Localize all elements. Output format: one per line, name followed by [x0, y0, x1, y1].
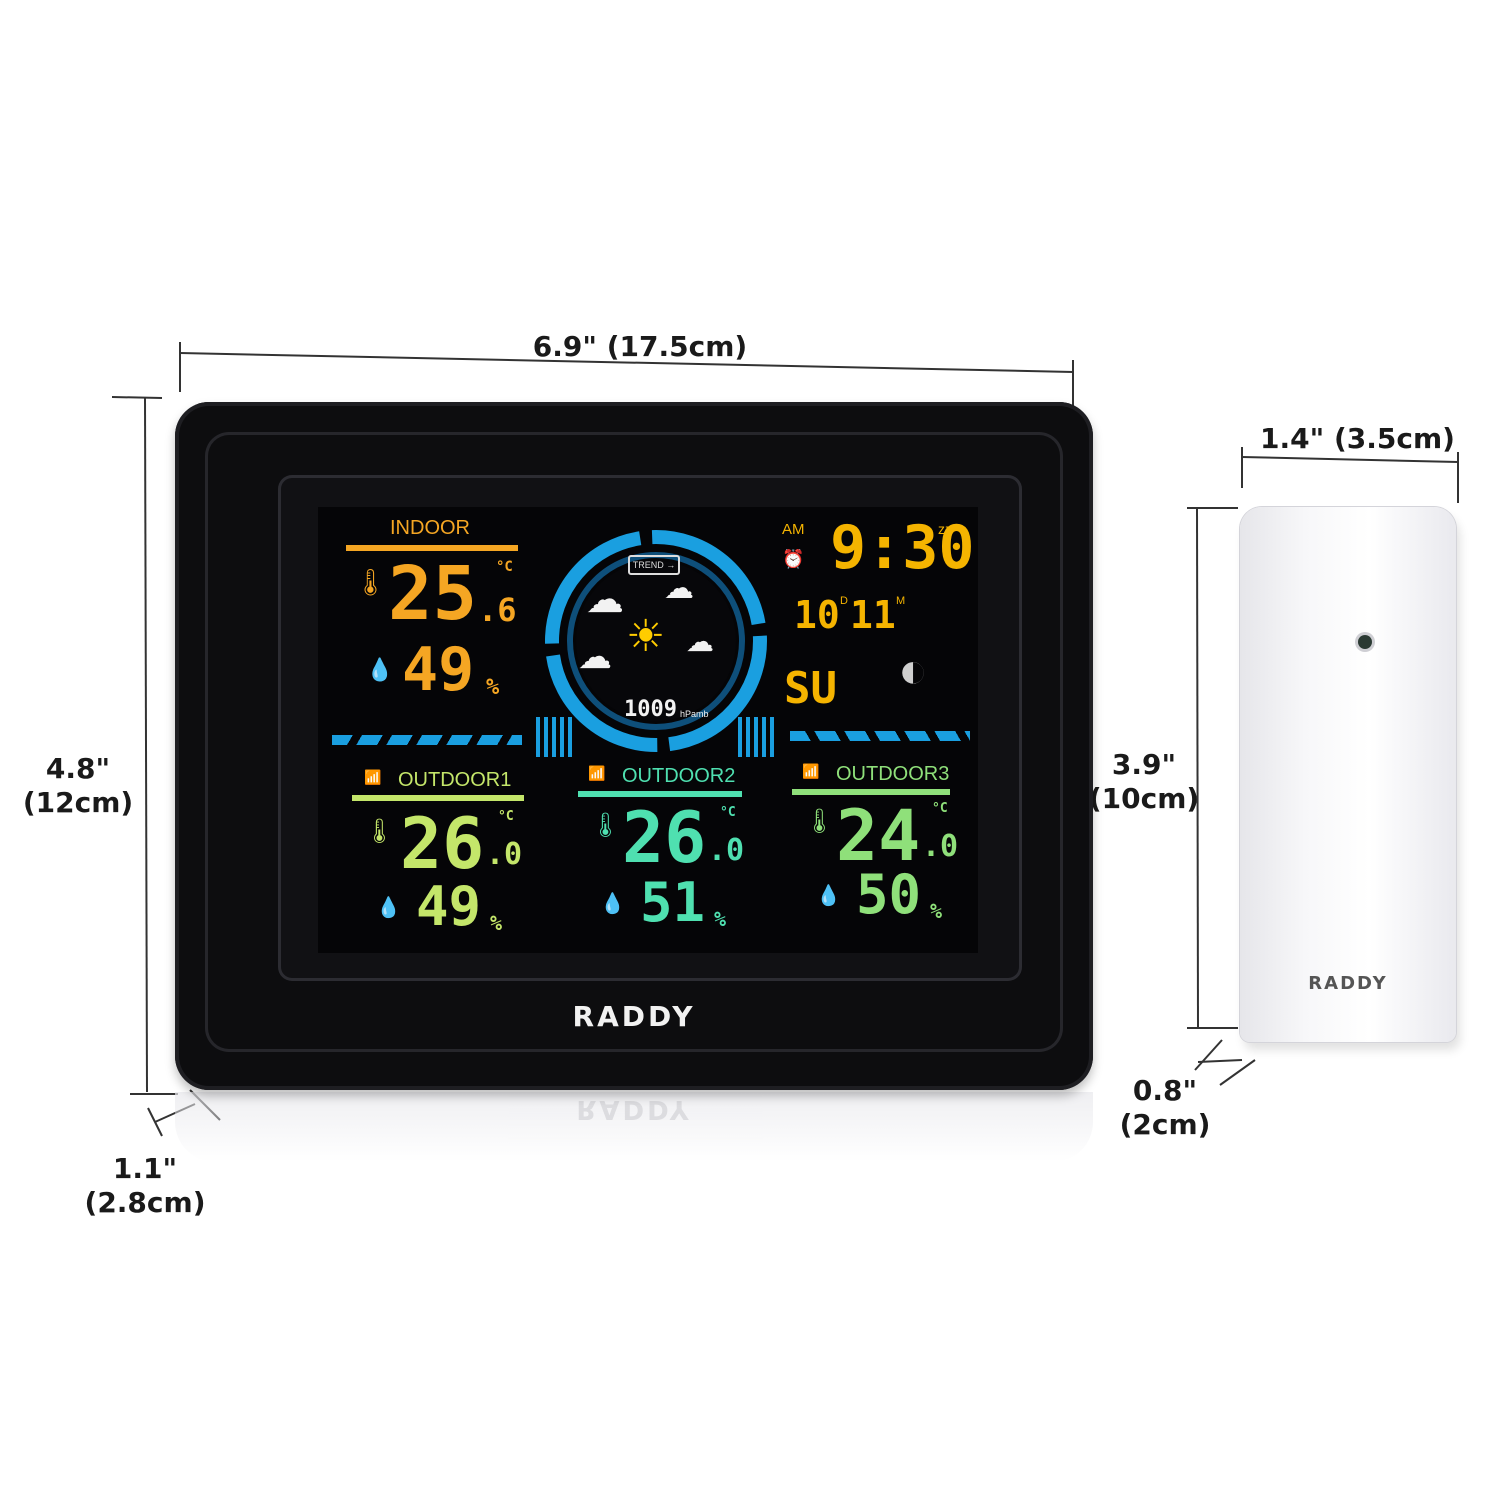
- weather-station: INDOOR 🌡 25 .6 °C 💧 49 % TREND → ☁ ☁ ☀ ☁…: [175, 402, 1093, 1090]
- indoor-humidity: 49: [402, 635, 475, 705]
- cloud-icon: ☁: [664, 572, 694, 605]
- thermometer-icon: 🌡: [354, 567, 388, 597]
- reflection-brand: RADDY: [576, 1094, 692, 1124]
- cloud-icon: ☁: [586, 579, 624, 621]
- thermometer-icon: 🌡: [804, 808, 835, 835]
- sensor-height-in: 3.9": [1111, 748, 1177, 781]
- indoor-underline: [346, 545, 518, 551]
- sensor-depth-cm: (2cm): [1119, 1108, 1211, 1141]
- moon-phase-icon: ◐: [898, 642, 929, 698]
- cloud-icon: ☁: [686, 626, 714, 657]
- divider-right: [790, 731, 970, 741]
- outdoor1-humidity: 49: [416, 875, 482, 938]
- divider-left: [332, 735, 522, 745]
- brand-logo: RADDY: [572, 1000, 696, 1033]
- signal-icon: 📶: [588, 765, 606, 781]
- station-height-in: 4.8": [45, 752, 111, 785]
- sensor-height-cm: (10cm): [1088, 782, 1200, 815]
- outdoor2-label: OUTDOOR2: [622, 765, 736, 787]
- station-reflection: RADDY: [175, 1092, 1093, 1162]
- outdoor2-temp: 26: [622, 797, 707, 879]
- date-month: 11: [850, 593, 896, 637]
- sensor-brand-logo: RADDY: [1308, 973, 1388, 994]
- outdoor3-temp-decimal: .0: [922, 829, 959, 864]
- forecast-dial: [545, 530, 767, 752]
- clock-time: 9:30: [830, 513, 975, 583]
- humidity-drop-icon: 💧: [600, 893, 625, 915]
- trend-box: TREND →: [628, 555, 680, 575]
- station-height-cm: (12cm): [22, 786, 134, 819]
- indoor-temp-unit: °C: [496, 559, 513, 575]
- outdoor3-temp-unit: °C: [932, 801, 948, 816]
- humidity-drop-icon: 💧: [376, 897, 401, 919]
- history-bars-left: [536, 717, 576, 757]
- history-bars-right: [738, 717, 778, 757]
- outdoor2-humidity: 51: [640, 871, 706, 934]
- alarm-icon: ⏰: [782, 549, 805, 569]
- date-day-suffix: D: [840, 595, 848, 607]
- outdoor3-temp: 24: [836, 795, 921, 877]
- thermometer-icon: 🌡: [590, 812, 621, 839]
- indoor-label: INDOOR: [390, 517, 470, 539]
- date-day: 10: [794, 593, 840, 637]
- outdoor3-underline: [792, 789, 950, 795]
- outdoor1-underline: [352, 795, 524, 801]
- humidity-drop-icon: 💧: [366, 657, 394, 682]
- sun-icon: ☀: [626, 612, 666, 661]
- date-month-suffix: M: [896, 595, 906, 607]
- outdoor3-label: OUTDOOR3: [836, 763, 950, 785]
- indoor-humidity-unit: %: [486, 675, 500, 700]
- sensor-depth-in: 0.8": [1132, 1074, 1198, 1107]
- outdoor1-temp: 26: [400, 803, 485, 885]
- indoor-temp-decimal: .6: [478, 591, 517, 629]
- trend-arrow-icon: →: [666, 560, 676, 570]
- station-depth-label: 1.1" (2.8cm): [80, 1152, 210, 1220]
- outdoor-sensor: RADDY: [1240, 507, 1456, 1042]
- station-depth-cm: (2.8cm): [84, 1186, 206, 1219]
- outdoor3-humidity: 50: [856, 863, 922, 926]
- station-depth-in: 1.1": [112, 1152, 178, 1185]
- lcd-screen: INDOOR 🌡 25 .6 °C 💧 49 % TREND → ☁ ☁ ☀ ☁…: [318, 507, 978, 953]
- sensor-led-indicator: [1358, 635, 1372, 649]
- station-width-label: 6.9" (17.5cm): [532, 330, 748, 363]
- outdoor2-underline: [578, 791, 742, 797]
- sensor-depth-label: 0.8" (2cm): [1110, 1074, 1220, 1142]
- pressure-unit: hPamb: [680, 709, 709, 719]
- indoor-temp: 25: [388, 551, 478, 637]
- outdoor2-temp-unit: °C: [720, 805, 736, 820]
- signal-icon: 📶: [802, 763, 820, 779]
- clock-ampm: AM: [782, 521, 805, 538]
- outdoor1-temp-decimal: .0: [486, 837, 523, 872]
- outdoor3-humidity-unit: %: [930, 899, 943, 923]
- outdoor2-temp-decimal: .0: [708, 833, 745, 868]
- station-height-label: 4.8" (12cm): [18, 752, 138, 820]
- weekday: SU: [784, 663, 837, 714]
- thermometer-icon: 🌡: [364, 818, 395, 845]
- pressure-value: 1009: [624, 697, 677, 722]
- sensor-width-label: 1.4" (3.5cm): [1260, 422, 1455, 455]
- trend-label: TREND: [632, 560, 664, 570]
- outdoor1-temp-unit: °C: [498, 809, 514, 824]
- outdoor1-humidity-unit: %: [490, 911, 503, 935]
- outdoor1-label: OUTDOOR1: [398, 769, 512, 791]
- outdoor2-humidity-unit: %: [714, 907, 727, 931]
- cloud-icon: ☁: [578, 638, 612, 676]
- sensor-height-label: 3.9" (10cm): [1088, 748, 1200, 816]
- humidity-drop-icon: 💧: [816, 885, 841, 907]
- snooze-label: zz: [938, 521, 952, 537]
- signal-icon: 📶: [364, 769, 382, 785]
